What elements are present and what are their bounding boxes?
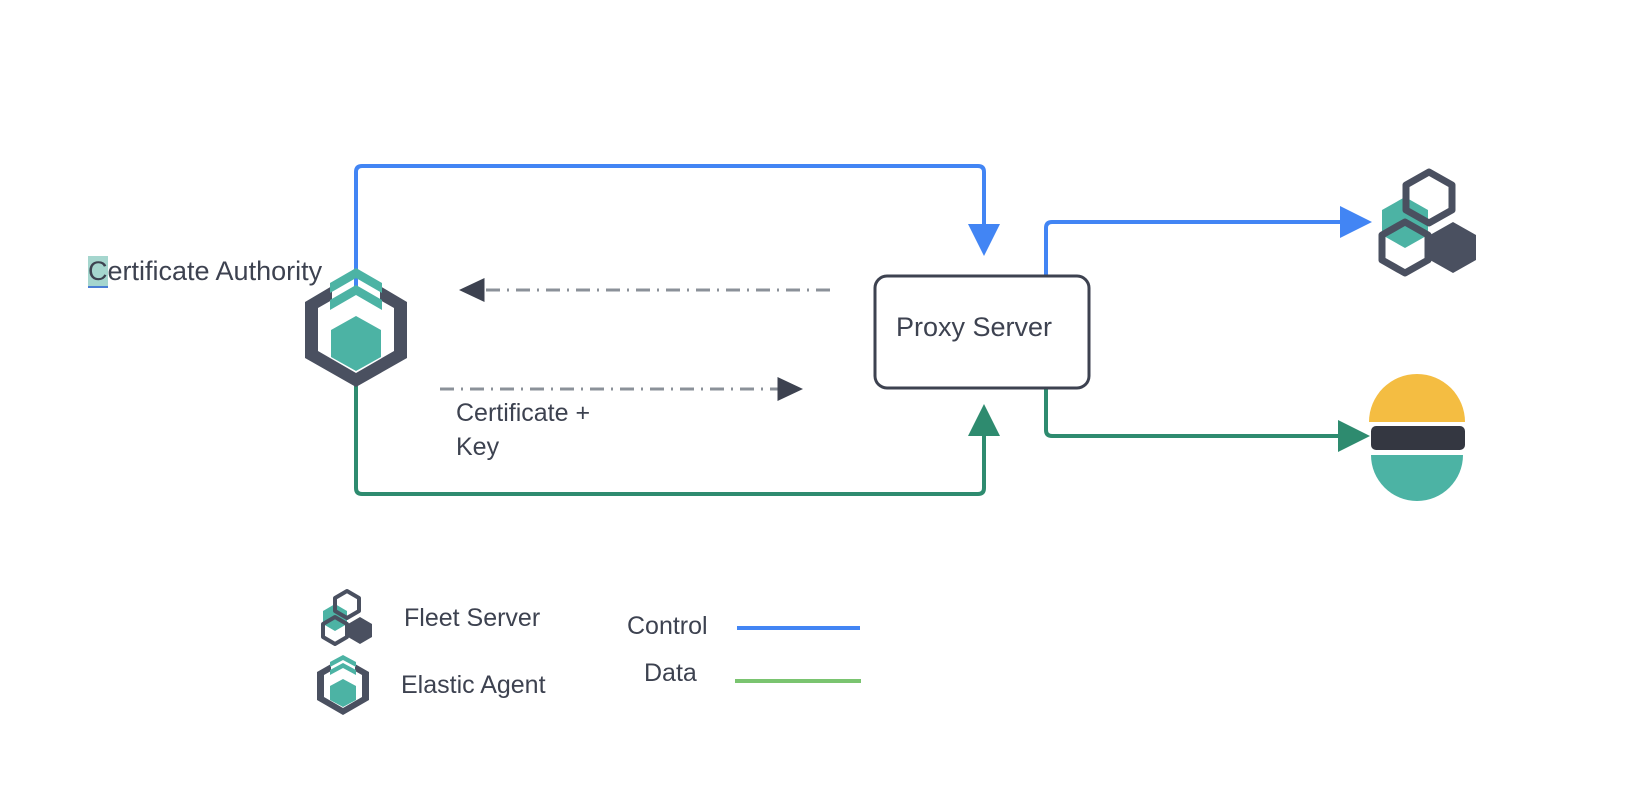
legend-line-data-label: Data [644, 659, 697, 687]
selected-character: C [88, 256, 108, 286]
legend-line-control-label: Control [627, 612, 708, 640]
legend-item-fleet-server-label: Fleet Server [404, 604, 541, 632]
edge-control-proxy-to-fleet [1044, 206, 1372, 276]
elastic-agent-icon [305, 268, 407, 387]
edge-data-proxy-to-elasticsearch [1044, 388, 1370, 452]
legend-elastic-agent-icon [317, 655, 369, 715]
fleet-server-icon [1378, 168, 1476, 277]
edge-control-agent-to-proxy [354, 164, 1000, 290]
proxy-server-label: Proxy Server [896, 312, 1053, 342]
legend-fleet-server-icon [321, 589, 372, 646]
certificate-key-label: Certificate + Key [456, 399, 591, 461]
legend-item-elastic-agent-label: Elastic Agent [401, 671, 546, 699]
certificate-authority-label-rest: ertificate Authority [107, 256, 323, 286]
elasticsearch-icon [1369, 374, 1465, 501]
certificate-authority-label: Certificate Authority [88, 255, 322, 289]
node-proxy-server[interactable] [873, 274, 1091, 390]
edge-data-agent-to-proxy [354, 375, 1000, 496]
